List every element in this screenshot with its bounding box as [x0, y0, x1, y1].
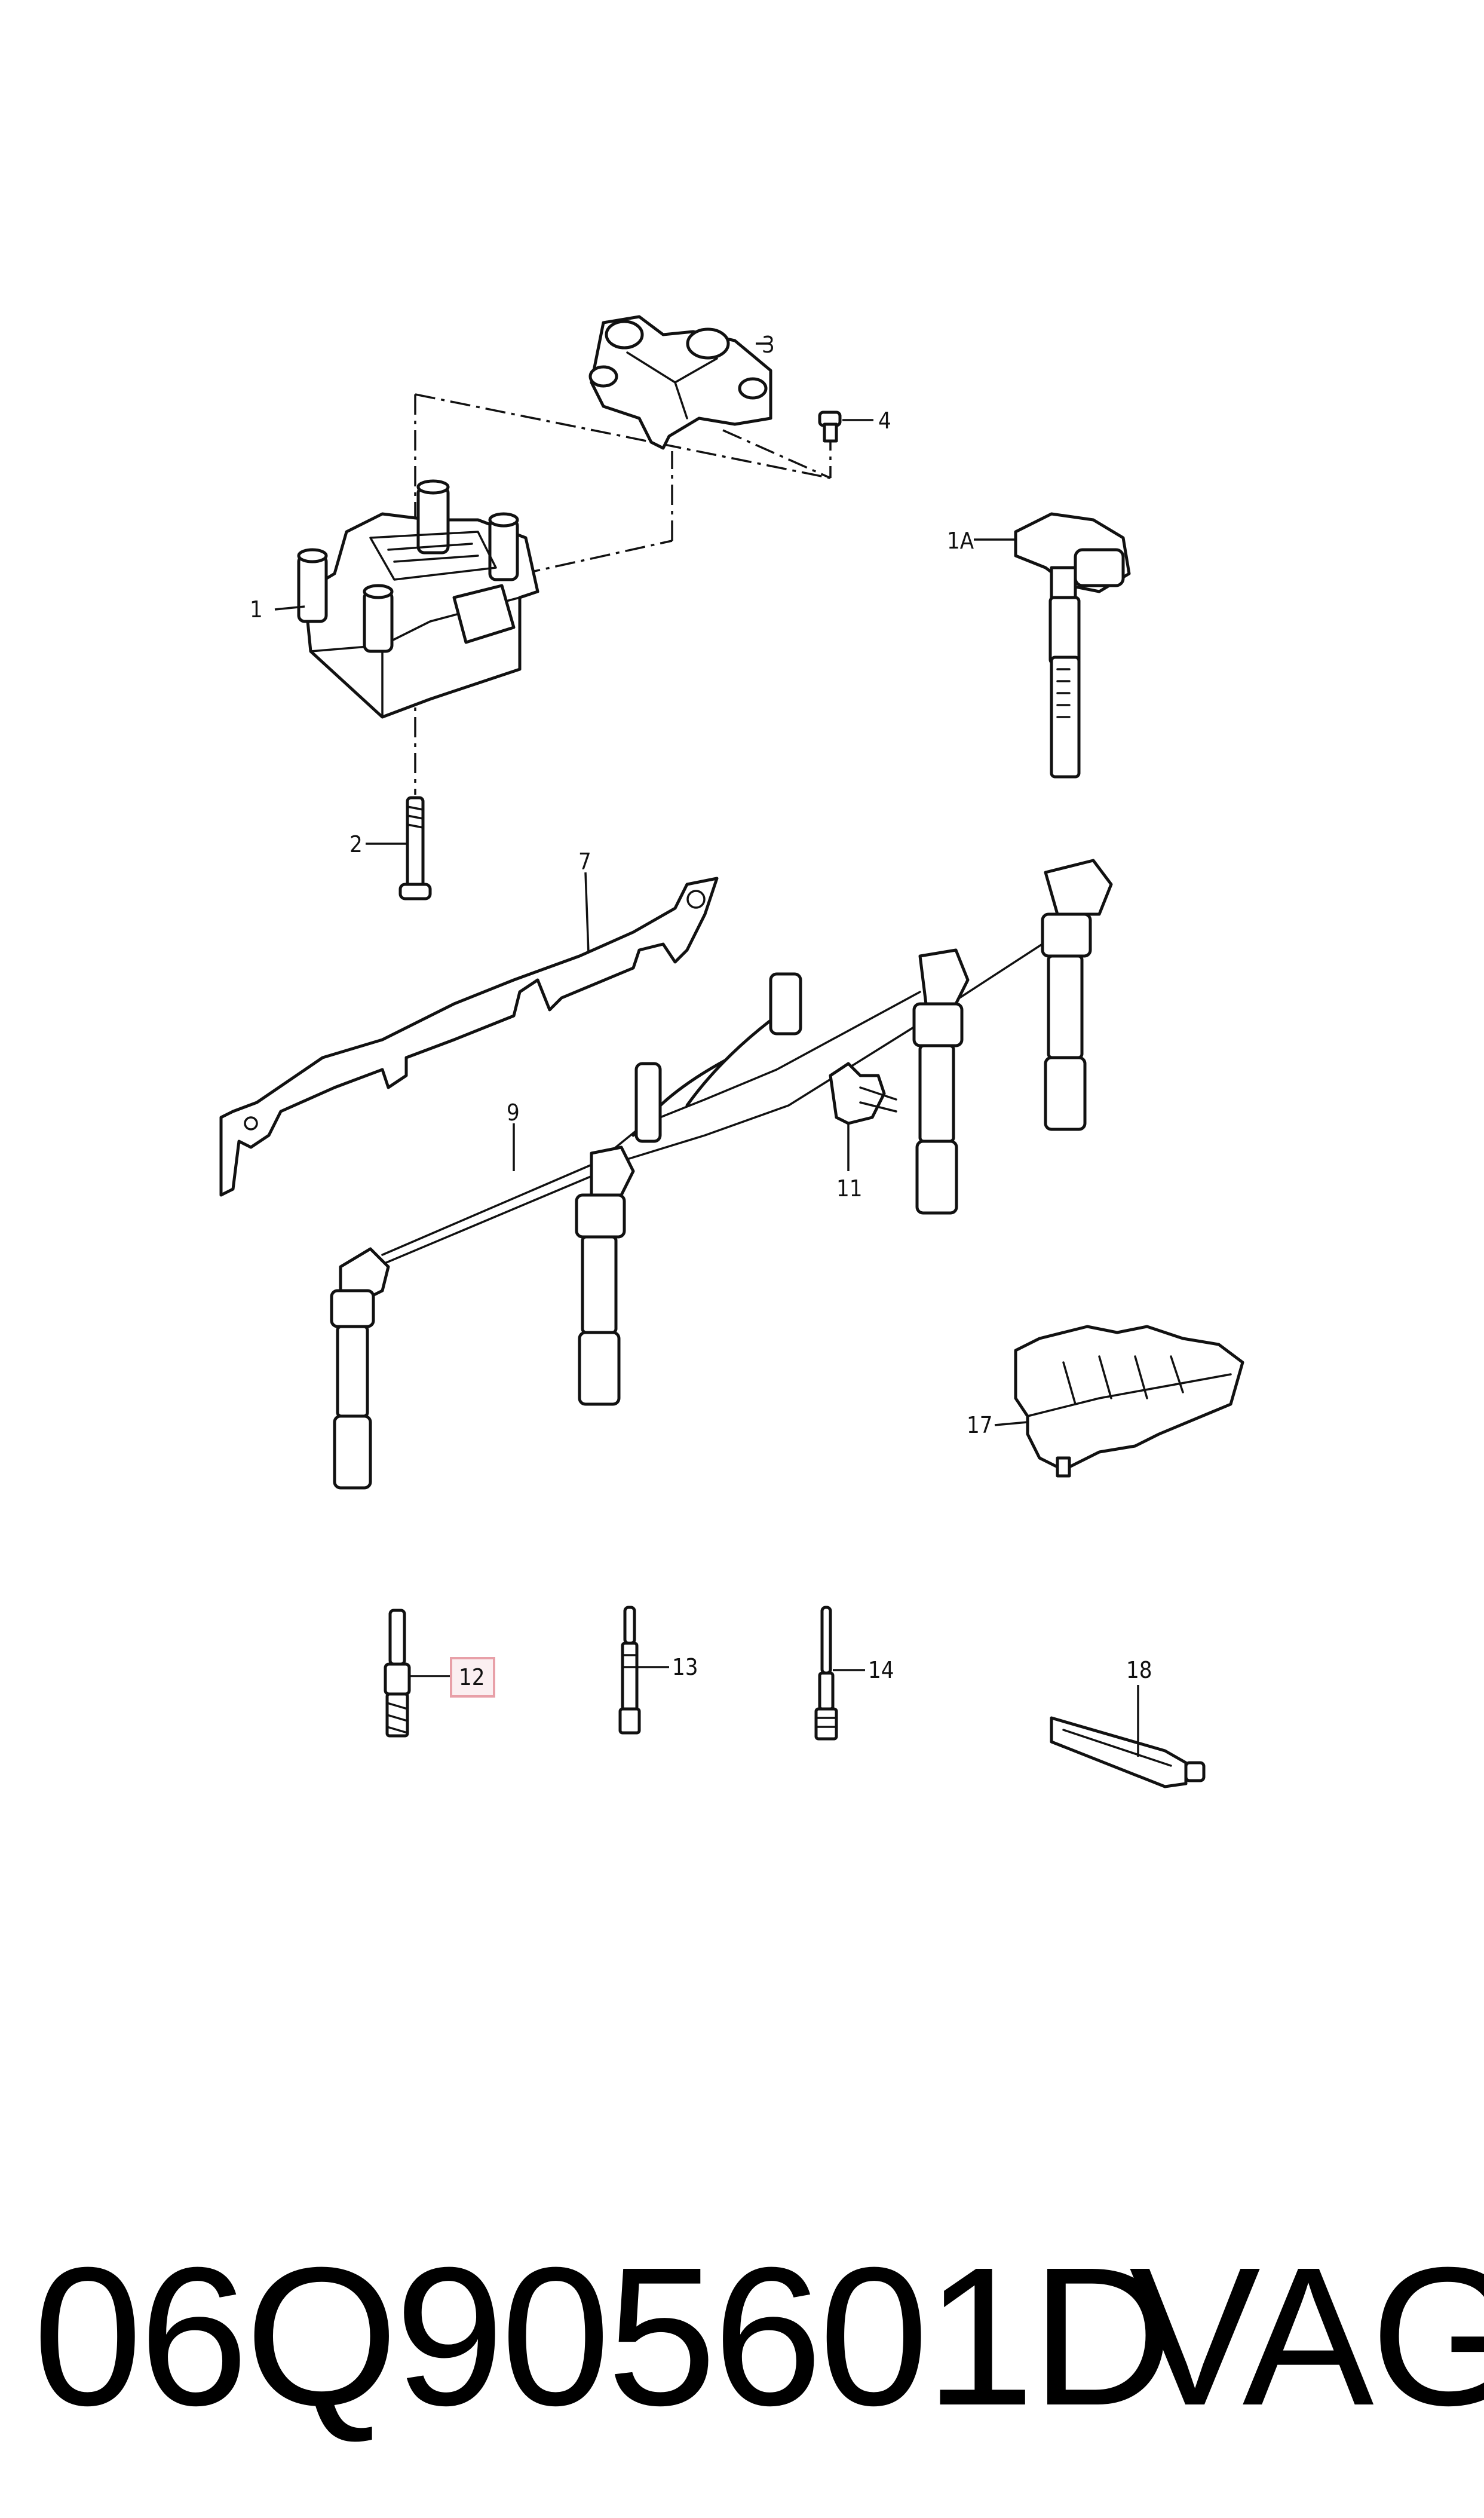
highlight-box-12	[450, 1657, 495, 1698]
plug-boot-4	[1041, 859, 1113, 1131]
plug-boot-2	[575, 1145, 635, 1406]
callout-7[interactable]: 7	[578, 848, 591, 875]
screw-part-4[interactable]	[818, 411, 842, 443]
leader-lines	[274, 342, 1139, 1757]
parts-diagram: 3 4 1 1A 2 7 9 11 17 12 13 14 18	[219, 315, 1244, 1788]
callout-14[interactable]: 14	[868, 1657, 894, 1683]
callout-1[interactable]: 1	[250, 596, 263, 623]
glow-plug-part-14[interactable]	[814, 1606, 838, 1741]
callout-13[interactable]: 13	[672, 1654, 698, 1680]
callout-12[interactable]: 12	[459, 1664, 485, 1690]
wire-bracket-part-7[interactable]	[219, 877, 719, 1197]
cable-clip-part-11[interactable]	[829, 1062, 897, 1125]
callout-17[interactable]: 17	[967, 1412, 993, 1438]
glow-plug-part-13[interactable]	[618, 1606, 641, 1735]
ignition-coil-part-1[interactable]	[297, 479, 539, 719]
brand-name: VAG	[1129, 2226, 1484, 2446]
callout-2[interactable]: 2	[349, 831, 363, 857]
callout-4[interactable]: 4	[878, 408, 891, 434]
footer: 06Q905601D VAG	[0, 2211, 1484, 2498]
part-number: 06Q905601D	[33, 2226, 1173, 2446]
callout-3[interactable]: 3	[762, 332, 775, 358]
callout-1A[interactable]: 1A	[947, 528, 974, 554]
ignition-cable-set-part-9[interactable]	[330, 859, 1113, 1490]
callout-11[interactable]: 11	[836, 1175, 863, 1202]
wiring-cover-part-17[interactable]	[1014, 1325, 1244, 1478]
plug-boot-1	[330, 1247, 390, 1490]
grease-tube-part-18[interactable]	[1050, 1716, 1206, 1788]
callout-9[interactable]: 9	[507, 1099, 520, 1126]
bolt-part-2[interactable]	[398, 796, 432, 900]
spark-plug-part-12[interactable]	[384, 1609, 411, 1738]
bracket-part-3[interactable]	[588, 315, 772, 450]
callout-labels: 3 4 1 1A 2 7 9 11 17 12 13 14 18	[250, 332, 1152, 1690]
plug-boot-3	[912, 948, 970, 1215]
pencil-coil-part-1A[interactable]	[1014, 512, 1131, 779]
callout-18[interactable]: 18	[1126, 1657, 1152, 1683]
